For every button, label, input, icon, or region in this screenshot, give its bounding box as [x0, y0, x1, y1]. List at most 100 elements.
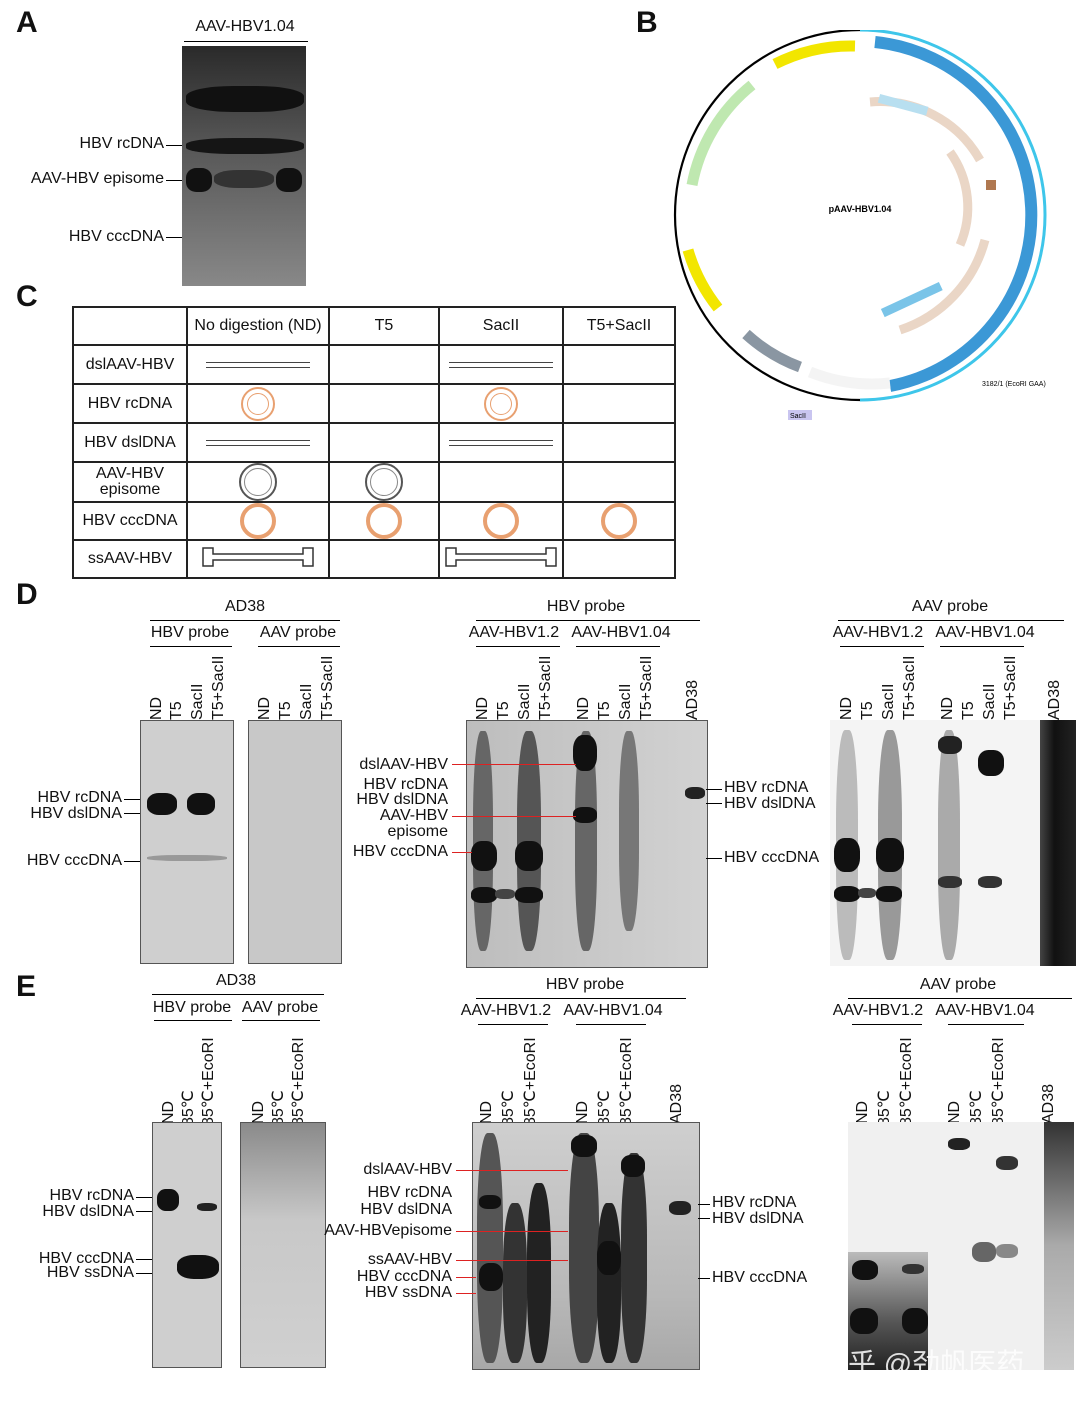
e-blot-hbv-ad38: [152, 1122, 222, 1368]
col-nd: No digestion (ND): [186, 306, 330, 346]
d-hbv-probe-line: [150, 646, 232, 647]
d-arrow-episome: [452, 816, 576, 817]
e-mid-lane-85ecori2: 85℃+EcoRI: [618, 1037, 635, 1126]
d-mid-cccdna: HBV cccDNA: [352, 843, 448, 860]
watermark: 知乎 @劲帆医药: [820, 1348, 1025, 1379]
e-arrow-ssdna: [456, 1293, 476, 1294]
row-cccdna: HBV cccDNA: [72, 501, 188, 541]
d-aav-probe-header: AAV probe: [911, 598, 989, 615]
d-r-lane-nd: ND: [838, 696, 855, 720]
d-r-lane-ad38: AD38: [1046, 679, 1063, 720]
d-blot-aav-probe: [830, 720, 1076, 966]
d-mid-rcdna: HBV rcDNA: [363, 776, 448, 793]
a-label-cccdna: HBV cccDNA: [68, 228, 164, 245]
e-arrow-dslaav: [456, 1170, 568, 1171]
d-lane-t5: T5: [168, 701, 185, 720]
e-mid-lane-85ecori: 85℃+EcoRI: [522, 1037, 539, 1126]
d-mid-lane-t5: T5: [495, 701, 512, 720]
d-mid-lane-t52: T5: [596, 701, 613, 720]
d-blot-hbv-probe: [466, 720, 708, 968]
d-mid-aav104: AAV-HBV1.04: [571, 624, 671, 641]
d-mid-lane-nd2: ND: [575, 696, 592, 720]
e-right-12-line: [852, 1024, 922, 1025]
d-lane-nd: ND: [148, 696, 165, 720]
d-r-lane-t5: T5: [859, 701, 876, 720]
d-mid-12-line: [476, 646, 560, 647]
e-mid-104-line: [576, 1024, 646, 1025]
d-mid-lane-sacii2: SacII: [617, 683, 634, 720]
a-tick-cccdna: [166, 237, 182, 238]
e-mid-lane-nd2: ND: [574, 1100, 591, 1124]
d-r-lane-sacii: SacII: [880, 683, 897, 720]
row-episome: AAV-HBV episome: [72, 461, 188, 503]
d-blot-hbv-ad38: [140, 720, 234, 964]
d-hbv-probe: HBV probe: [150, 624, 230, 641]
d-right-tick1: [706, 789, 722, 790]
d-mid-episome: episome: [387, 823, 448, 840]
a-header: AAV-HBV1.04: [195, 18, 295, 35]
e-aav-header-line: [848, 998, 1072, 999]
e-left-dsldna: HBV dslDNA: [42, 1203, 134, 1220]
e-right-tick3: [698, 1278, 710, 1279]
e-hbv-probe: HBV probe: [152, 999, 232, 1016]
d-r-lane-sacii2: SacII: [981, 683, 998, 720]
e-mid-lane-85: 85℃: [500, 1090, 517, 1126]
episome-glyph: [239, 463, 277, 501]
d-ad38-line: [150, 620, 340, 621]
plasmid-map: pAAV-HBV1.04 3182/1 (EcoRI GAA) SacII: [673, 30, 1047, 420]
d-left-tick1: [124, 799, 140, 800]
e-aav-probe: AAV probe: [241, 999, 319, 1016]
e-right-rcdna: HBV rcDNA: [712, 1194, 797, 1211]
e-ad38-header: AD38: [215, 972, 257, 989]
a-tick-episome: [166, 180, 182, 181]
panel-letter-b: B: [636, 6, 658, 39]
d-r-lane-nd2: ND: [939, 696, 956, 720]
e-mid-aav104: AAV-HBV1.04: [563, 1002, 663, 1019]
d-left-dsldna: HBV dslDNA: [30, 805, 122, 822]
d-right-12-line: [840, 646, 924, 647]
cccdna-glyph: [240, 503, 276, 539]
e-aav-probe-line: [242, 1020, 320, 1021]
d-right-cccdna: HBV cccDNA: [724, 849, 820, 866]
e-aav-probe-header: AAV probe: [919, 976, 997, 993]
e-r-lane-nd: ND: [854, 1100, 871, 1124]
e-right-tick1: [698, 1204, 710, 1205]
e-lane-85-aav: 85℃: [270, 1090, 287, 1126]
e-r-lane-85ecori2: 85℃+EcoRI: [990, 1037, 1007, 1126]
panel-letter-e: E: [16, 970, 37, 1003]
d-aav-probe-line: [258, 646, 340, 647]
e-right-dsldna: HBV dslDNA: [712, 1210, 804, 1227]
rcdna-glyph: [241, 386, 275, 421]
col-sacii: SacII: [438, 306, 564, 346]
ssaav-glyph: [445, 546, 557, 567]
e-mid-aav12: AAV-HBV1.2: [460, 1002, 552, 1019]
d-lane-sacii-aav: SacII: [298, 683, 315, 720]
d-lane-nd-aav: ND: [256, 696, 273, 720]
panel-letter-c: C: [16, 280, 38, 313]
e-right-tick2: [698, 1218, 710, 1219]
d-right-aav12: AAV-HBV1.2: [832, 624, 924, 641]
d-mid-lane-t5sacii: T5+SacII: [537, 655, 554, 720]
d-arrow-cccdna: [452, 852, 472, 853]
d-right-dsldna: HBV dslDNA: [724, 795, 816, 812]
row-dsldna: HBV dslDNA: [72, 422, 188, 463]
e-r-lane-852: 85℃: [968, 1090, 985, 1126]
a-tick-rcdna: [166, 145, 182, 146]
e-lane-85ecori-aav: 85℃+EcoRI: [290, 1037, 307, 1126]
d-lane-t5-aav: T5: [277, 701, 294, 720]
e-left-tick3: [136, 1259, 152, 1260]
d-aav-probe: AAV probe: [259, 624, 337, 641]
d-left-rcdna: HBV rcDNA: [37, 789, 122, 806]
e-r-lane-ad38: AD38: [1040, 1083, 1057, 1124]
row-ssaav: ssAAV-HBV: [72, 539, 188, 579]
d-r-lane-t5sacii2: T5+SacII: [1002, 655, 1019, 720]
d-mid-104-line: [576, 646, 660, 647]
e-blot-hbv-probe: [472, 1122, 700, 1370]
d-mid-lane-sacii: SacII: [516, 683, 533, 720]
e-mid-lane-nd: ND: [478, 1100, 495, 1124]
e-mid-ssdna: HBV ssDNA: [364, 1284, 452, 1301]
e-hbv-probe-header: HBV probe: [545, 976, 625, 993]
d-r-lane-t52: T5: [960, 701, 977, 720]
episome-glyph: [365, 463, 403, 501]
col-t5-sacii: T5+SacII: [562, 306, 676, 346]
